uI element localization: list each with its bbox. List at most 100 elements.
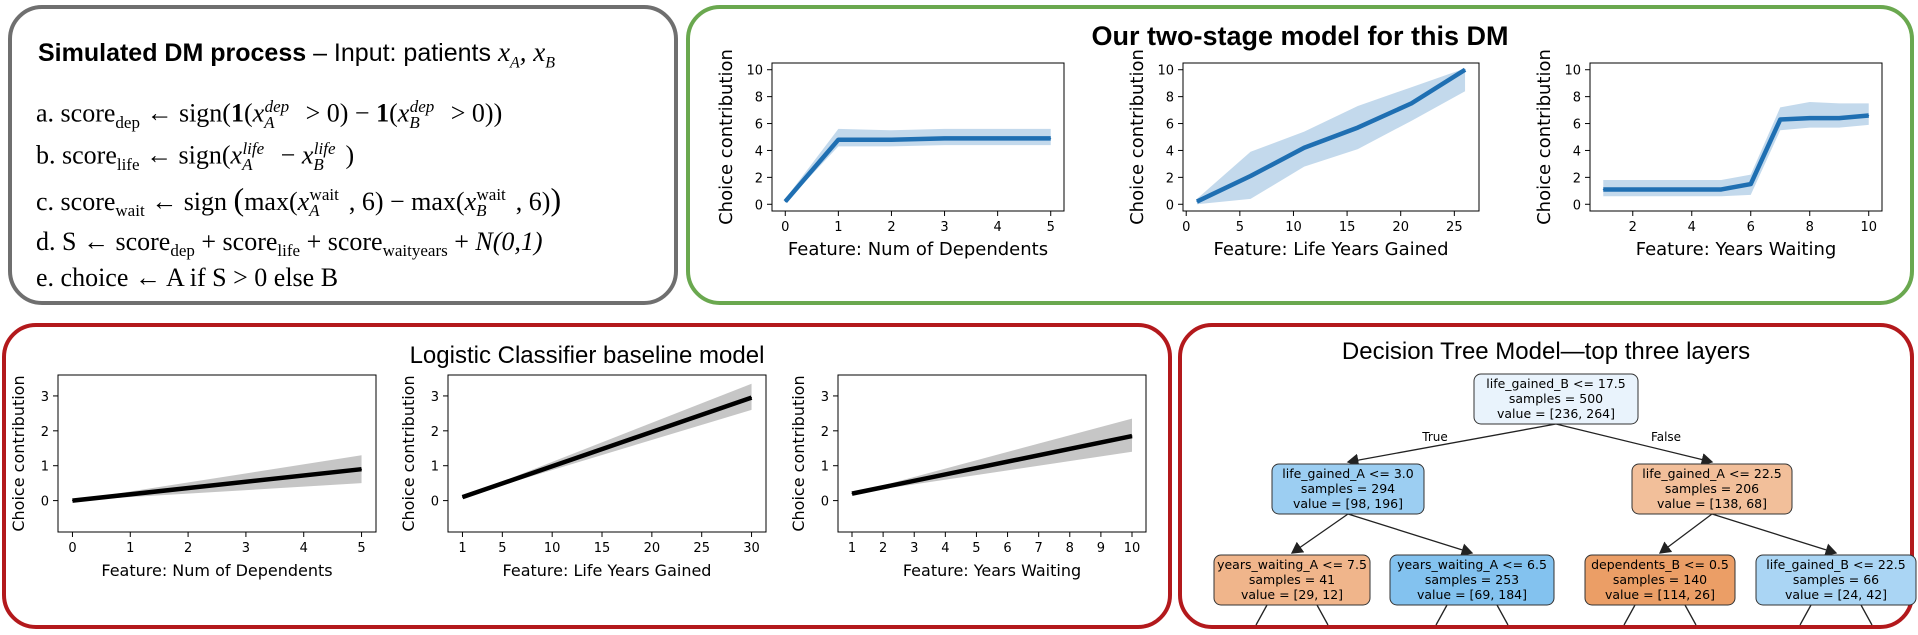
x-tick-label: 6 (1003, 541, 1011, 556)
tree-edge (1347, 513, 1474, 557)
x-tick-label: 4 (941, 541, 949, 556)
confidence-band (852, 418, 1132, 494)
data-point (1691, 188, 1693, 190)
y-tick-label: 8 (1573, 91, 1581, 106)
y-tick-label: 6 (755, 118, 763, 133)
data-point (1750, 183, 1752, 185)
series-line (851, 433, 1133, 496)
y-tick-label: 3 (821, 390, 829, 405)
tree-node-text: life_gained_A <= 3.0 (1282, 466, 1414, 481)
x-tick-label: 5 (972, 541, 980, 556)
tree-node-text: life_gained_B <= 22.5 (1766, 557, 1905, 572)
x-tick-label: 30 (743, 541, 760, 556)
tree-node (1473, 373, 1639, 425)
tree-edge-cut (1255, 604, 1268, 626)
data-point (1779, 119, 1781, 121)
x-tick-label: 25 (1446, 220, 1463, 235)
tree-edge-cut (1799, 604, 1812, 626)
series-line (1603, 113, 1869, 192)
data-point (1838, 117, 1840, 119)
y-tick-label: 0 (41, 495, 49, 510)
tree-node-text: value = [138, 68] (1657, 496, 1767, 511)
y-tick-label: 0 (1573, 198, 1581, 213)
series-line (783, 136, 1051, 204)
tree-edge-cut (1496, 604, 1509, 626)
x-tick-label: 7 (1035, 541, 1043, 556)
x-tick-label: 1 (458, 541, 466, 556)
x-tick-label: 8 (1806, 220, 1814, 235)
y-tick-label: 2 (755, 171, 763, 186)
tree-node-text: value = [69, 184] (1417, 587, 1527, 602)
data-point (1868, 114, 1870, 116)
data-point (851, 493, 853, 495)
tree-node (1271, 463, 1425, 515)
series-line (461, 395, 753, 500)
y-tick-label: 0 (755, 198, 763, 213)
y-axis-label: Choice contribution (716, 49, 737, 225)
y-axis-label: Choice contribution (399, 375, 418, 531)
tree-edge-cut (1623, 604, 1636, 626)
plot-frame (837, 374, 1147, 533)
x-tick-label: 6 (1747, 220, 1755, 235)
tree-node-text: dependents_B <= 0.5 (1591, 557, 1729, 572)
data-point (1357, 127, 1359, 129)
tree-node-text: years_waiting_A <= 7.5 (1217, 557, 1367, 572)
tree-edge-cut (1435, 604, 1448, 626)
data-point (461, 496, 463, 498)
x-tick-label: 1 (848, 541, 856, 556)
data-point (1720, 188, 1722, 190)
tree-node-text: samples = 206 (1665, 481, 1759, 496)
y-tick-label: 8 (755, 91, 763, 106)
y-tick-label: 10 (1564, 64, 1581, 79)
plot-frame (57, 374, 377, 533)
tree-node-text: samples = 140 (1613, 572, 1707, 587)
y-tick-label: 6 (1573, 118, 1581, 133)
y-tick-label: 3 (431, 390, 439, 405)
x-axis-label: Feature: Life Years Gained (1213, 239, 1448, 260)
tree-node (1631, 463, 1793, 515)
y-axis-label: Choice contribution (1534, 49, 1555, 225)
two-stage-model-panel: Our two-stage model for this DM (686, 5, 1914, 305)
y-tick-label: 10 (746, 64, 763, 79)
data-point (1250, 175, 1252, 177)
tree-node-text: samples = 500 (1509, 391, 1603, 406)
y-tick-label: 4 (1166, 144, 1174, 159)
tree-node (1755, 554, 1917, 606)
x-tick-label: 15 (594, 541, 611, 556)
y-axis-label: Choice contribution (1127, 49, 1148, 225)
x-tick-label: 4 (1688, 220, 1696, 235)
data-point (361, 468, 363, 470)
y-tick-label: 0 (1166, 198, 1174, 213)
tree-node-text: value = [29, 12] (1241, 587, 1343, 602)
y-tick-label: 4 (755, 144, 763, 159)
tree-node-text: value = [114, 26] (1605, 587, 1715, 602)
x-tick-label: 8 (1066, 541, 1074, 556)
y-tick-label: 0 (431, 495, 439, 510)
y-tick-label: 2 (41, 425, 49, 440)
true-label: True (1421, 430, 1448, 444)
x-axis-label: Feature: Life Years Gained (503, 561, 712, 580)
sim-line-a: a. scoredep ← sign(1(xAdep > 0) − 1(xBde… (36, 97, 503, 132)
data-point (1632, 188, 1634, 190)
x-tick-label: 2 (1629, 220, 1637, 235)
y-axis-label: Choice contribution (9, 375, 28, 531)
data-point (751, 397, 753, 399)
data-point (1050, 137, 1052, 139)
y-tick-label: 1 (41, 460, 49, 475)
y-tick-label: 2 (1573, 171, 1581, 186)
y-axis-label: Choice contribution (789, 375, 808, 531)
logistic-classifier-panel: Logistic Classifier baseline model (2, 323, 1172, 629)
x-tick-label: 10 (1124, 541, 1141, 556)
tree-node (1584, 554, 1736, 606)
x-axis-label: Feature: Num of Dependents (101, 561, 332, 580)
y-tick-label: 1 (431, 460, 439, 475)
x-tick-label: 0 (1182, 220, 1190, 235)
sim-line-b: b. scorelife ← sign(xAlife − xBlife) (36, 139, 355, 174)
x-tick-label: 5 (1236, 220, 1244, 235)
x-tick-label: 5 (1047, 220, 1055, 235)
sim-line-e: e. choice ← A if S > 0 else B (36, 263, 339, 292)
data-point (784, 201, 786, 203)
x-tick-label: 9 (1097, 541, 1105, 556)
